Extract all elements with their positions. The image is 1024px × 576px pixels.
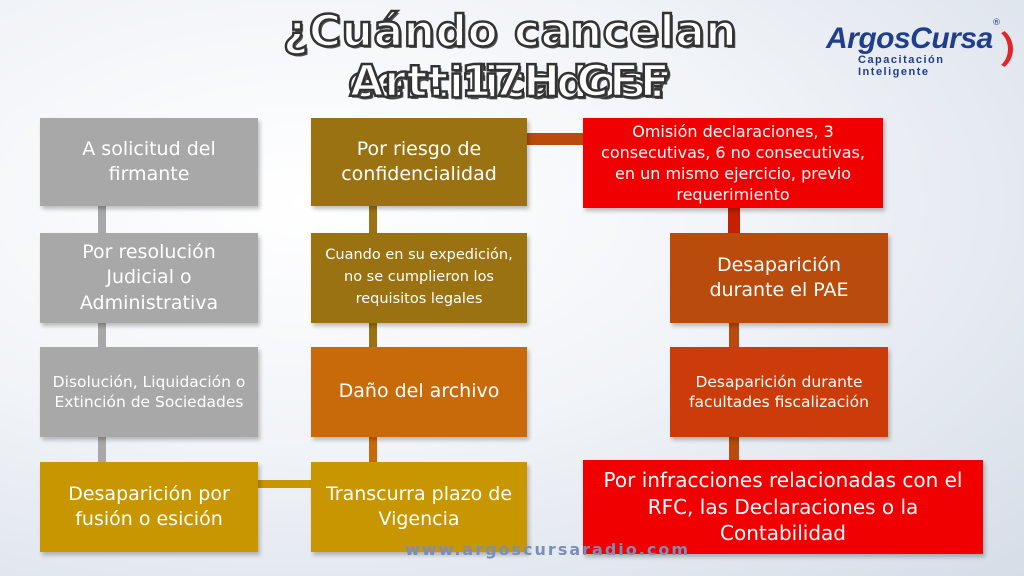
box-dano-archivo: Daño del archivo	[311, 347, 527, 437]
connector-top-col2-col3	[527, 133, 585, 145]
connector-col1	[98, 205, 106, 467]
box-riesgo-confidencialidad: Por riesgo de confidencialidad	[311, 118, 527, 206]
logo-subtitle-2: Inteligente	[858, 66, 930, 78]
box-infracciones-rfc: Por infracciones relacionadas con el RFC…	[583, 460, 983, 554]
box-resolucion-judicial: Por resolución Judicial o Administrativa	[40, 233, 258, 323]
connector-col3-b	[729, 322, 739, 350]
slide-title-line1: ¿Cuándo cancelan certificados?	[282, 5, 738, 110]
logo-name: ArgosCursa	[826, 22, 993, 55]
slide-title-line2: Art. 17H CFF	[348, 55, 671, 109]
box-plazo-vigencia: Transcurra plazo de Vigencia	[311, 462, 527, 552]
connector-col2-c	[369, 435, 377, 465]
connector-col3-a	[728, 207, 740, 235]
argoscursa-logo: ArgosCursa ® Capacitación Inteligente	[818, 12, 1013, 78]
logo-subtitle-1: Capacitación	[858, 54, 945, 66]
box-desaparicion-fusion: Desaparición por fusión o esición	[40, 462, 258, 552]
box-desaparicion-fiscalizacion: Desaparición durante facultades fiscaliz…	[670, 347, 888, 437]
logo-swoosh-icon	[968, 26, 1013, 72]
connector-col3-c	[729, 435, 739, 465]
box-requisitos-legales: Cuando en su expedición, no se cumpliero…	[311, 233, 527, 323]
connector-col2-a	[369, 205, 377, 235]
box-disolucion-sociedades: Disolución, Liquidación o Extinción de S…	[40, 347, 258, 437]
box-desaparicion-pae: Desaparición durante el PAE	[670, 233, 888, 323]
footer-url: www.argoscursaradio.com	[405, 540, 690, 559]
logo-registered-mark: ®	[992, 18, 1001, 28]
connector-bottom-col1-col2	[258, 480, 313, 488]
connector-col2-b	[369, 322, 377, 352]
box-a-solicitud-firmante: A solicitud del firmante	[40, 118, 258, 206]
box-omision-declaraciones: Omisión declaraciones, 3 consecutivas, 6…	[583, 118, 883, 208]
